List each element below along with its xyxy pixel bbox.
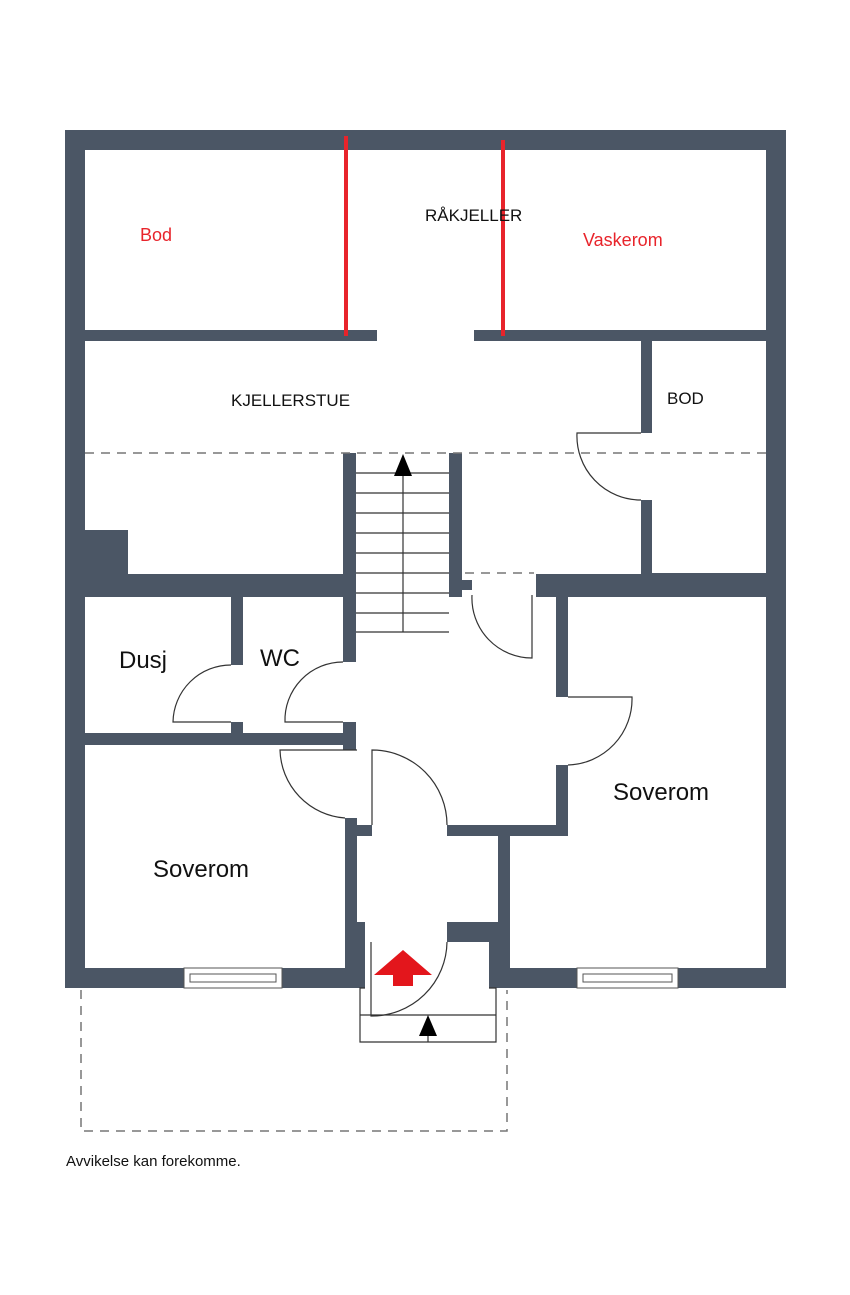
room-label-wc: WC [260, 645, 300, 672]
room-areas [85, 150, 766, 990]
window-right [576, 967, 679, 989]
room-label-dusj: Dusj [119, 647, 167, 674]
window-left [183, 967, 283, 989]
room-label-rakjeller: RÅKJELLER [425, 206, 522, 225]
room-label-soverom-right: Soverom [613, 779, 709, 806]
entrance-steps [359, 987, 497, 1043]
door-dusj [172, 664, 232, 723]
room-label-soverom-left: Soverom [153, 856, 249, 883]
door-soverom-left [279, 749, 357, 819]
staircase [356, 454, 449, 633]
interior-walls [85, 341, 766, 988]
room-label-bod-right: BOD [667, 389, 704, 408]
door-soverom-right [567, 696, 633, 766]
room-label-bod-top: Bod [140, 225, 172, 245]
step-up-arrow-icon [419, 1015, 437, 1036]
terrace-outline [80, 990, 508, 1132]
door-stair-hall [471, 594, 533, 659]
entrance-arrow-icon [374, 950, 432, 986]
disclaimer-caption: Avvikelse kan forekomme. [66, 1153, 241, 1170]
stair-up-arrow-icon [394, 454, 412, 476]
door-bod [576, 432, 642, 501]
doors [172, 432, 642, 1017]
door-corridor [371, 749, 448, 826]
room-label-vaskerom: Vaskerom [583, 230, 663, 250]
door-wc [284, 661, 344, 723]
room-label-kjellerstue: KJELLERSTUE [231, 391, 350, 410]
